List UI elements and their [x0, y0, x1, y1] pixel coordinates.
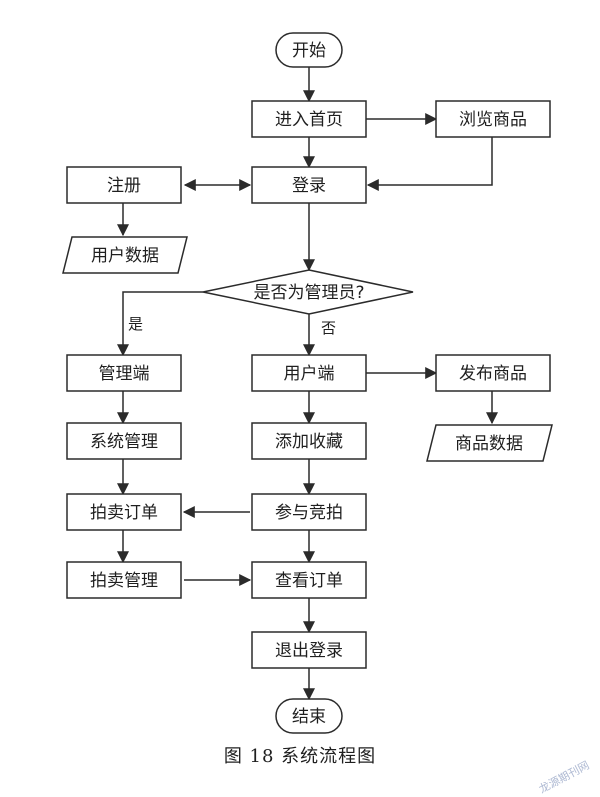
node-decision-admin: 是否为管理员? [202, 269, 414, 315]
node-publish: 发布商品 [435, 354, 551, 392]
node-admin-side-label: 管理端 [99, 364, 150, 384]
node-user-data: 用户数据 [62, 236, 188, 274]
node-product-data-label: 商品数据 [455, 434, 523, 454]
node-system-mgmt-label: 系统管理 [90, 432, 158, 452]
figure-caption: 图 18 系统流程图 [223, 746, 377, 767]
node-browse: 浏览商品 [435, 100, 551, 138]
node-home-label: 进入首页 [275, 110, 343, 130]
node-register-label: 注册 [107, 176, 141, 196]
node-view-order-label: 查看订单 [275, 571, 343, 591]
connectors [117, 67, 498, 701]
node-home: 进入首页 [251, 100, 367, 138]
arrow-decision-admin [117, 291, 203, 357]
node-system-mgmt: 系统管理 [66, 422, 182, 460]
node-end: 结束 [275, 698, 343, 734]
node-start-label: 开始 [292, 41, 326, 61]
node-favorite-label: 添加收藏 [275, 432, 343, 452]
node-auction-order-label: 拍卖订单 [90, 503, 158, 523]
node-register: 注册 [66, 166, 182, 204]
node-user-side: 用户端 [251, 354, 367, 392]
node-logout: 退出登录 [251, 631, 367, 669]
node-auction-mgmt: 拍卖管理 [66, 561, 182, 599]
node-end-label: 结束 [292, 707, 326, 727]
node-browse-label: 浏览商品 [459, 110, 527, 130]
node-view-order: 查看订单 [251, 561, 367, 599]
condition-no: 否 [321, 319, 336, 337]
arrow-browse-login [366, 137, 493, 191]
node-favorite: 添加收藏 [251, 422, 367, 460]
node-user-side-label: 用户端 [284, 364, 335, 384]
node-user-data-label: 用户数据 [91, 246, 159, 266]
node-join-auction: 参与竞拍 [251, 493, 367, 531]
node-logout-label: 退出登录 [275, 641, 343, 661]
node-publish-label: 发布商品 [459, 364, 527, 384]
node-start: 开始 [275, 32, 343, 68]
node-decision-label: 是否为管理员? [253, 283, 364, 303]
node-auction-order: 拍卖订单 [66, 493, 182, 531]
node-login-label: 登录 [292, 176, 326, 196]
node-admin-side: 管理端 [66, 354, 182, 392]
system-flowchart: 开始 进入首页 浏览商品 注册 登录 用户数据 是否为管理员? 是 否 管理端 … [62, 32, 553, 734]
condition-yes: 是 [128, 315, 143, 333]
node-product-data: 商品数据 [426, 424, 553, 462]
node-auction-mgmt-label: 拍卖管理 [90, 571, 158, 591]
node-join-auction-label: 参与竞拍 [275, 503, 343, 523]
node-login: 登录 [251, 166, 367, 204]
